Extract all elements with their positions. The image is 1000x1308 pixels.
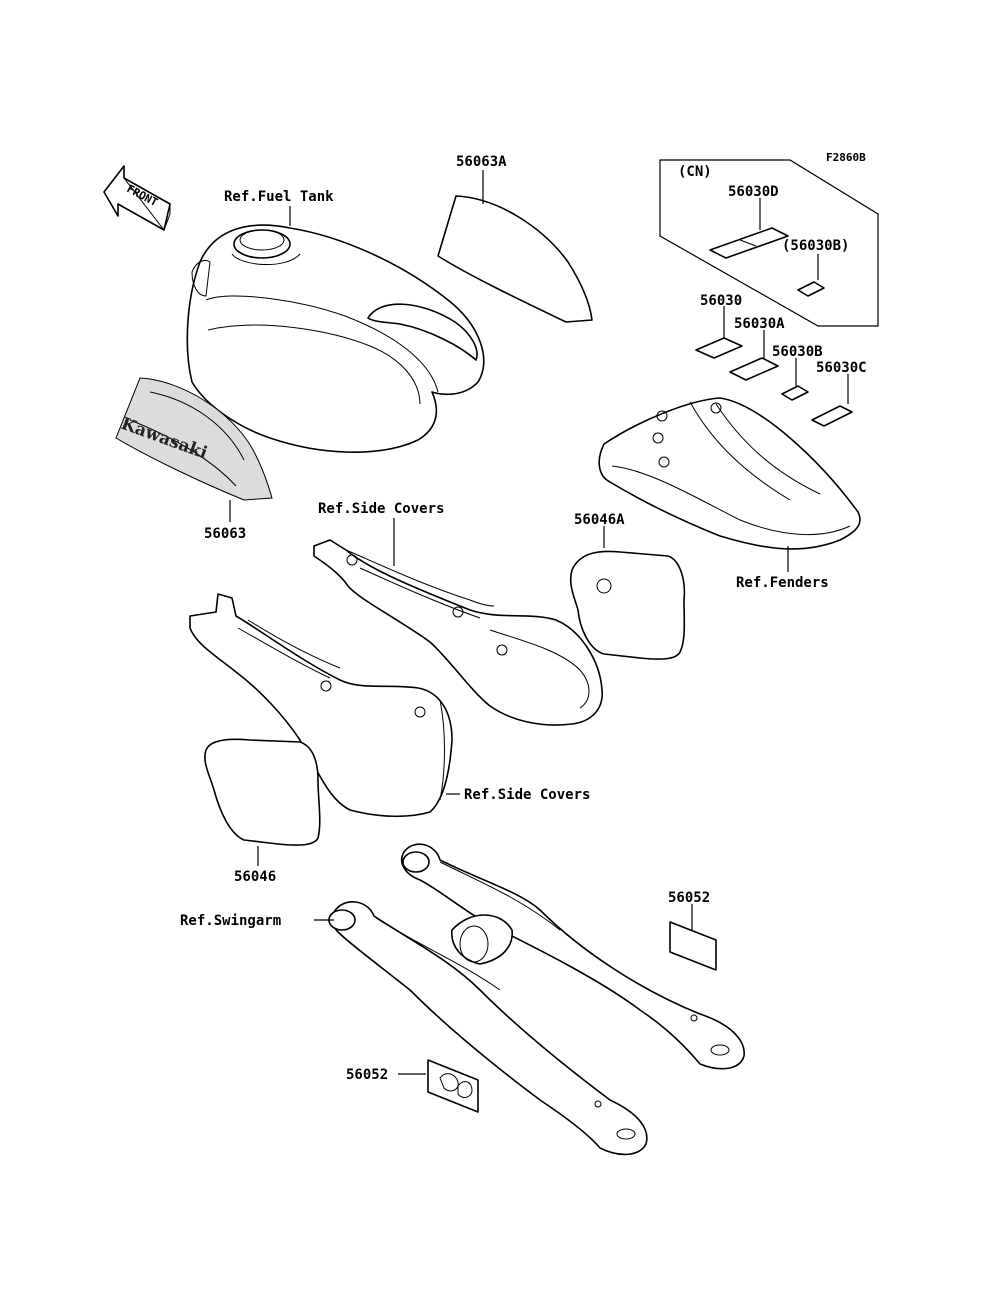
decal-56046A — [569, 550, 686, 660]
decal-56052-left — [427, 1059, 479, 1113]
decal-56046 — [204, 738, 321, 846]
decal-56052-right — [669, 921, 717, 971]
cn-box-title: (CN) — [678, 164, 712, 180]
label-56052-left: 56052 — [346, 1067, 388, 1083]
label-56030A: 56030A — [734, 316, 785, 332]
label-56030D: 56030D — [728, 184, 779, 200]
label-56052-right: 56052 — [668, 890, 710, 906]
label-56030B: 56030B — [772, 344, 823, 360]
label-ref-swingarm: Ref.Swingarm — [180, 913, 281, 929]
decal-56030 — [695, 337, 743, 359]
label-56063: 56063 — [204, 526, 246, 542]
label-ref-fuel-tank: Ref.Fuel Tank — [224, 189, 334, 205]
label-ref-side-covers-top: Ref.Side Covers — [318, 501, 444, 517]
decal-56063-kawasaki: Kawasaki — [115, 377, 273, 501]
label-56063A: 56063A — [456, 154, 507, 170]
decal-56030C — [811, 405, 853, 427]
diagram-id: F2860B — [826, 151, 866, 164]
decal-56030B-cn — [797, 281, 825, 297]
decal-56030B — [781, 385, 809, 401]
fuel-tank — [186, 224, 485, 453]
label-56046: 56046 — [234, 869, 276, 885]
decal-56030A — [729, 357, 779, 381]
label-56030: 56030 — [700, 293, 742, 309]
decal-56063A — [437, 195, 593, 323]
label-56030B-paren: (56030B) — [782, 238, 849, 254]
label-ref-fenders: Ref.Fenders — [736, 575, 829, 591]
label-56030C: 56030C — [816, 360, 867, 376]
side-cover-upper — [313, 539, 603, 726]
rear-fender — [598, 397, 861, 550]
label-56046A: 56046A — [574, 512, 625, 528]
side-cover-lower — [189, 593, 453, 818]
label-ref-side-covers-bottom: Ref.Side Covers — [464, 787, 590, 803]
swingarm — [328, 843, 745, 1156]
cn-box: (CN) 56030D (56030B) — [659, 159, 879, 327]
front-arrow-icon: FRONT — [103, 165, 171, 232]
